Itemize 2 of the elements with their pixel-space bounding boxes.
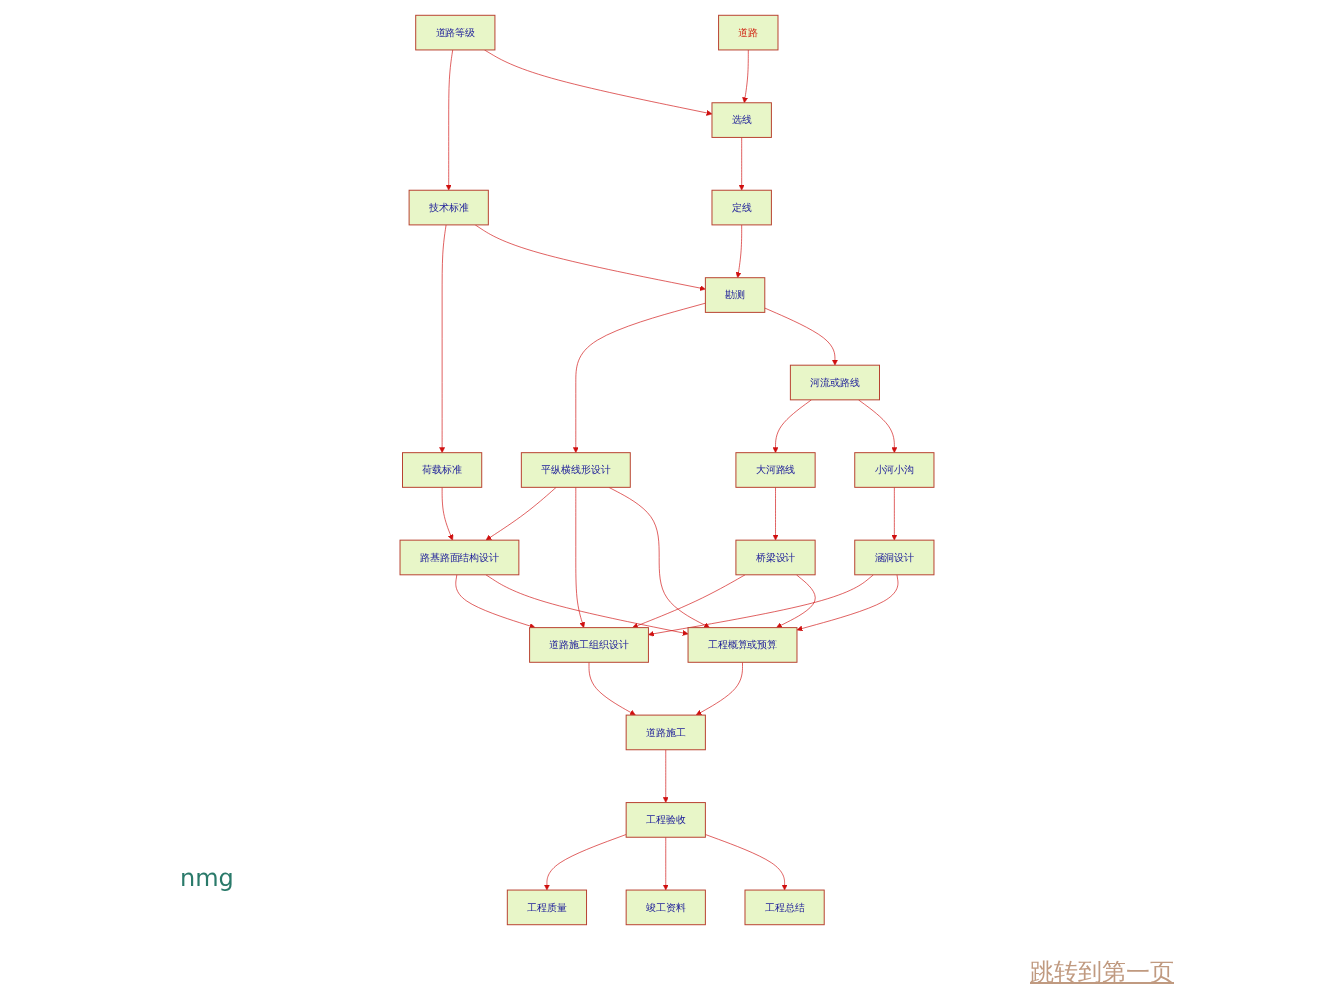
link: 跳转到第一页 xyxy=(1030,956,1174,990)
author-initials: nmg xyxy=(180,864,234,892)
